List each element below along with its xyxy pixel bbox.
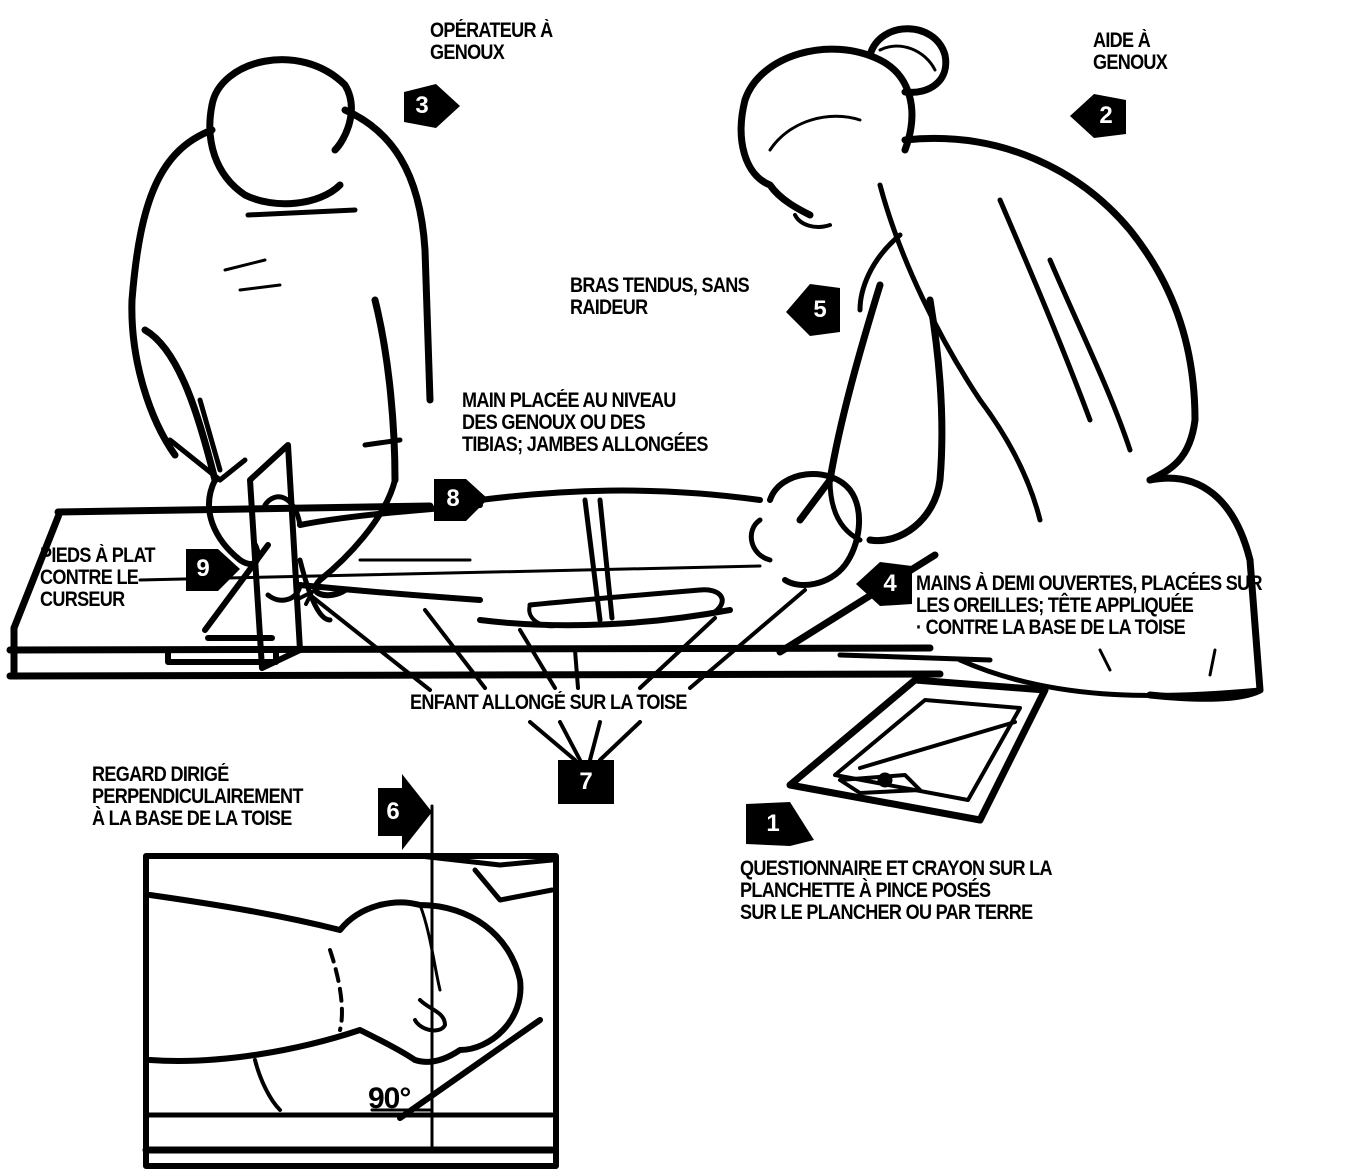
label-enfant: ENFANT ALLONGÉ SUR LA TOISE	[410, 692, 687, 714]
marker-5-number: 5	[798, 282, 842, 338]
marker-6: 6	[376, 772, 440, 820]
marker-7: 7	[556, 758, 620, 806]
angle-90-label: 90°	[368, 1082, 410, 1116]
marker-1: 1	[744, 800, 808, 848]
marker-4: 4	[852, 560, 916, 608]
marker-7-number: 7	[556, 758, 616, 806]
marker-1-number: 1	[744, 800, 802, 848]
marker-3: 3	[400, 82, 464, 130]
marker-6-number: 6	[376, 788, 410, 836]
marker-4-number: 4	[868, 560, 912, 608]
marker-8: 8	[430, 475, 494, 523]
marker-2: 2	[1066, 92, 1130, 140]
inset-closeup	[146, 806, 556, 1166]
clipboard	[790, 680, 1045, 820]
marker-3-number: 3	[400, 82, 444, 130]
marker-9-number: 9	[182, 545, 224, 593]
marker-2-number: 2	[1084, 92, 1128, 140]
operator-figure	[132, 60, 430, 620]
label-4-pointer-lines	[1100, 650, 1215, 675]
measuring-board	[10, 506, 990, 676]
marker-5: 5	[782, 282, 846, 330]
marker-9: 9	[182, 545, 246, 593]
marker-8-number: 8	[430, 475, 476, 523]
